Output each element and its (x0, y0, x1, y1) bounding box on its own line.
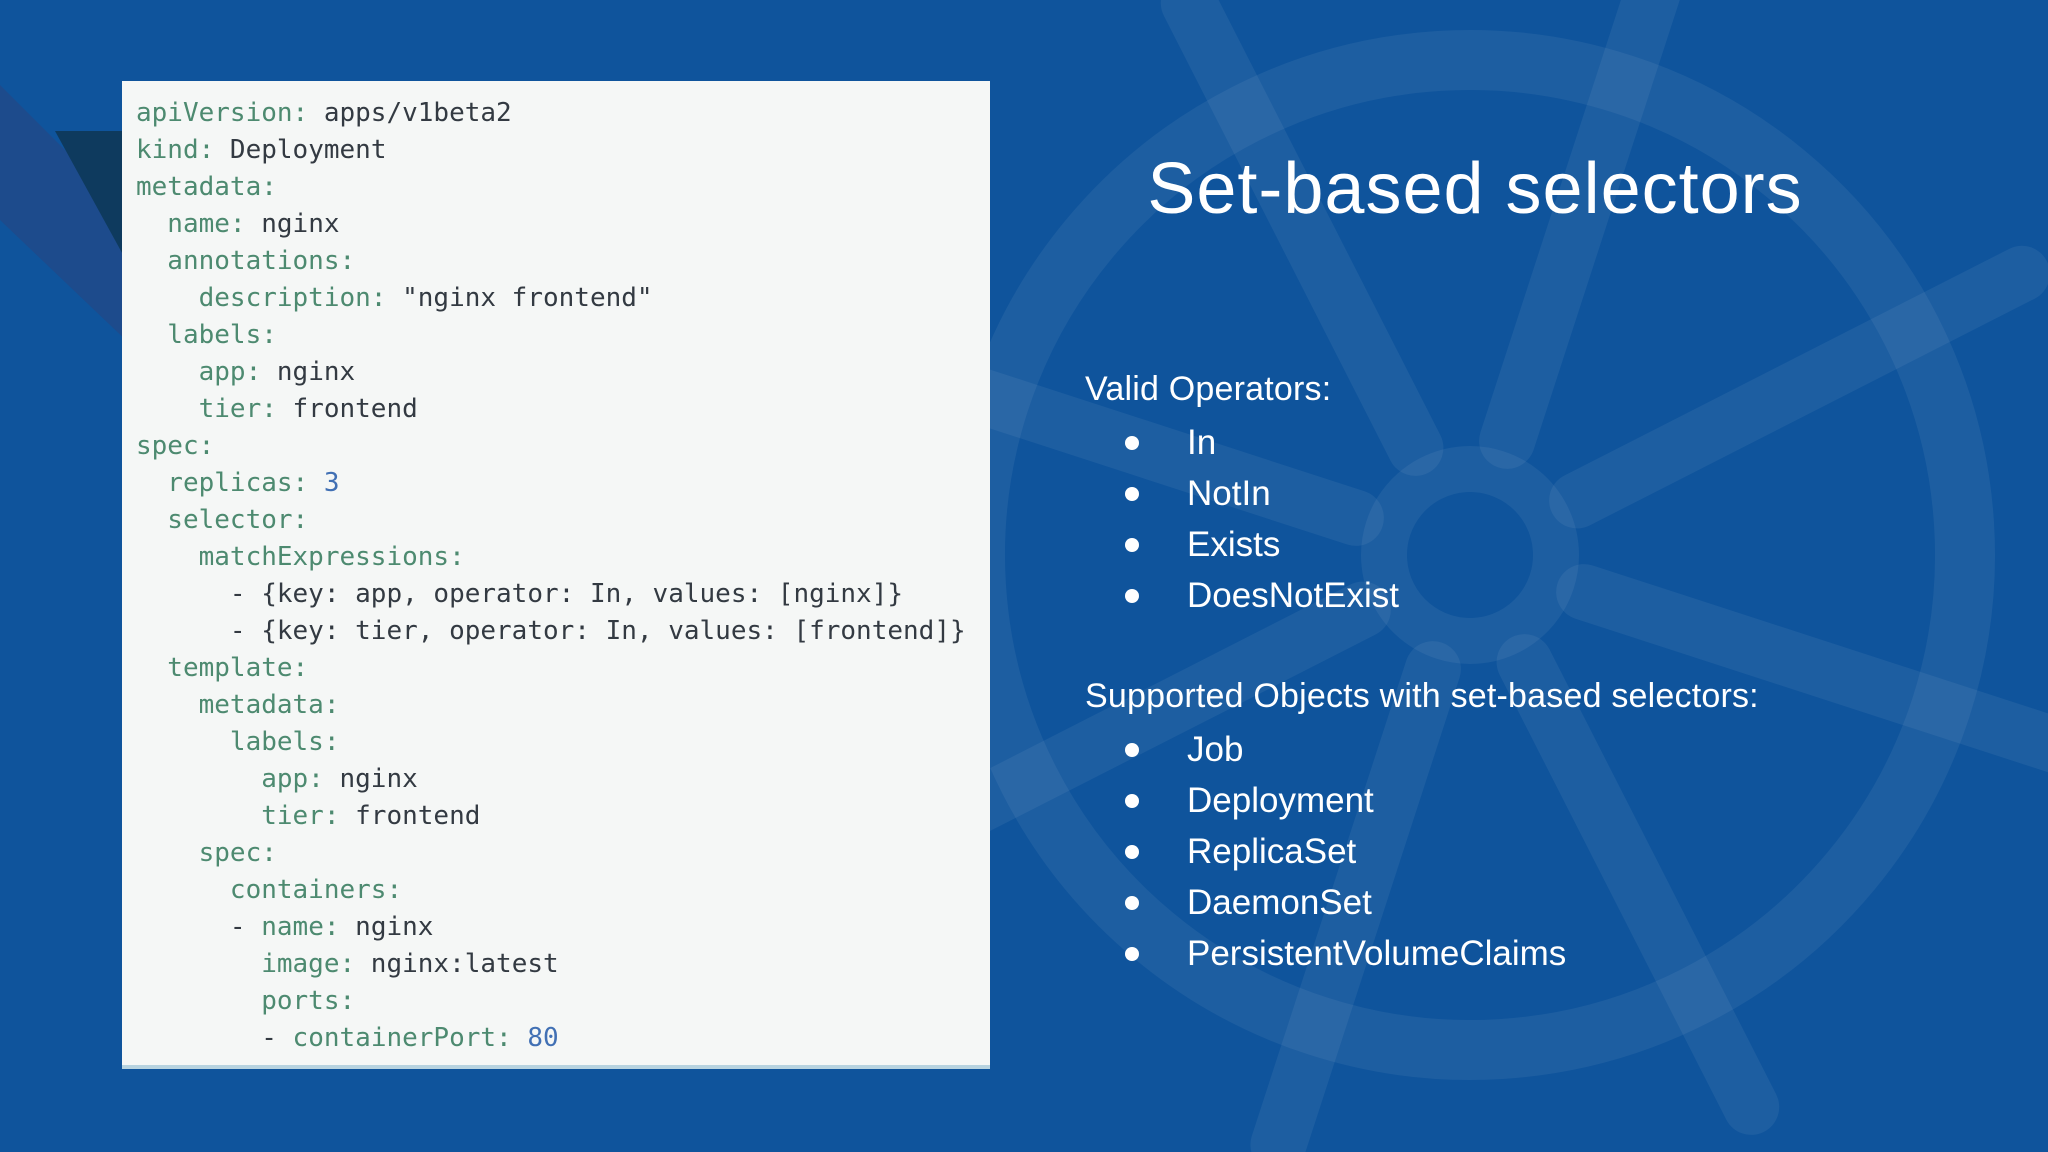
valid-operators-heading: Valid Operators: (1085, 370, 1332, 408)
list-item-label: DoesNotExist (1187, 575, 1400, 615)
list-item-label: NotIn (1187, 473, 1271, 513)
bullet-icon (1125, 844, 1139, 859)
valid-operators-section: Valid Operators: In NotIn Exi (1085, 370, 2005, 621)
supported-objects-section: Supported Objects with set-based selecto… (1085, 677, 2005, 979)
bullet-icon (1125, 742, 1139, 757)
list-item: In (1085, 417, 2005, 468)
list-item: Exists (1085, 519, 2005, 570)
right-content: Valid Operators: In NotIn Exi (1085, 370, 2005, 979)
list-item-label: Exists (1187, 524, 1281, 564)
supported-objects-list: Job Deployment ReplicaSet Daemon (1085, 724, 2005, 979)
bullet-icon (1125, 588, 1139, 603)
list-item-label: ReplicaSet (1187, 831, 1357, 871)
list-item: PersistentVolumeClaims (1085, 928, 2005, 979)
bullet-icon (1125, 537, 1139, 552)
valid-operators-list: In NotIn Exists DoesNotExist (1085, 417, 2005, 621)
bullet-icon (1125, 895, 1139, 910)
bullet-icon (1125, 793, 1139, 808)
list-item-label: DaemonSet (1187, 882, 1372, 922)
bullet-icon (1125, 486, 1139, 501)
list-item: DoesNotExist (1085, 570, 2005, 621)
list-item-label: PersistentVolumeClaims (1187, 933, 1567, 973)
bullet-icon (1125, 435, 1139, 450)
list-item: DaemonSet (1085, 877, 2005, 928)
list-item: Deployment (1085, 775, 2005, 826)
supported-objects-heading: Supported Objects with set-based selecto… (1085, 677, 1759, 715)
list-item: Job (1085, 724, 2005, 775)
list-item-label: Job (1187, 729, 1244, 769)
bullet-icon (1125, 946, 1139, 961)
list-item-label: In (1187, 422, 1217, 462)
page-title: Set-based selectors (1147, 149, 1803, 229)
list-item: ReplicaSet (1085, 826, 2005, 877)
list-item: NotIn (1085, 468, 2005, 519)
list-item-label: Deployment (1187, 780, 1374, 820)
